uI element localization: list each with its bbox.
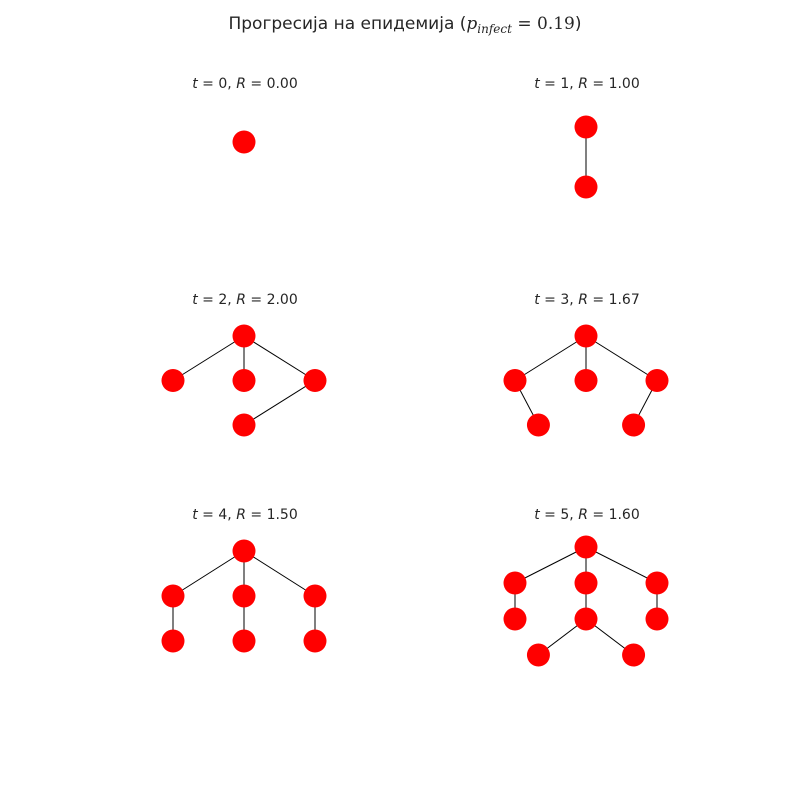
graph-node <box>645 607 669 631</box>
graph-edge <box>172 550 245 597</box>
graph-node <box>232 629 256 653</box>
graph-panel-t3 <box>503 324 669 437</box>
graph-edge <box>172 335 245 381</box>
graph-node <box>503 607 527 631</box>
graph-edge <box>514 335 587 381</box>
panel-title-t1: t = 1, R = 1.00 <box>534 76 640 92</box>
graph-panel-t4 <box>161 539 327 653</box>
graph-node <box>232 584 256 608</box>
graph-edge <box>243 550 316 597</box>
panel-title-t3: t = 3, R = 1.67 <box>534 292 640 308</box>
graph-node <box>161 584 185 608</box>
figure-title: Прогресија на епидемија (pinfect = 0.19) <box>228 14 582 36</box>
graph-node <box>303 584 327 608</box>
graph-edge <box>243 335 316 381</box>
graph-panel-t1 <box>574 115 598 199</box>
graph-edge <box>585 335 658 381</box>
graph-node <box>526 413 550 437</box>
graph-node <box>232 539 256 563</box>
graph-node <box>161 369 185 392</box>
graph-node <box>526 643 550 667</box>
graph-node <box>303 369 327 392</box>
graph-node <box>574 571 598 595</box>
graph-node <box>232 369 256 392</box>
graph-node <box>161 629 185 653</box>
graph-node <box>503 571 527 595</box>
panel-title-t5: t = 5, R = 1.60 <box>534 507 640 523</box>
graph-node <box>622 643 646 667</box>
graph-node <box>574 175 598 199</box>
graph-node <box>232 413 256 437</box>
graph-node <box>574 369 598 392</box>
graph-panel-t2 <box>161 324 327 437</box>
panel-title-t0: t = 0, R = 0.00 <box>192 76 298 92</box>
graph-node <box>232 324 256 348</box>
graph-edge <box>585 546 658 584</box>
panel-title-t4: t = 4, R = 1.50 <box>192 507 298 523</box>
graph-node <box>645 369 669 392</box>
graph-edge <box>243 380 316 426</box>
graph-node <box>622 413 646 437</box>
graph-node <box>503 369 527 392</box>
graph-node <box>574 607 598 631</box>
panel-title-t2: t = 2, R = 2.00 <box>192 292 298 308</box>
graph-edge <box>514 546 587 584</box>
graph-panel-t0 <box>232 130 256 154</box>
graph-node <box>645 571 669 595</box>
graph-node <box>574 115 598 139</box>
graph-panel-t5 <box>503 535 669 667</box>
graph-node <box>303 629 327 653</box>
graph-node <box>574 324 598 348</box>
graph-node <box>232 130 256 154</box>
graph-node <box>574 535 598 559</box>
